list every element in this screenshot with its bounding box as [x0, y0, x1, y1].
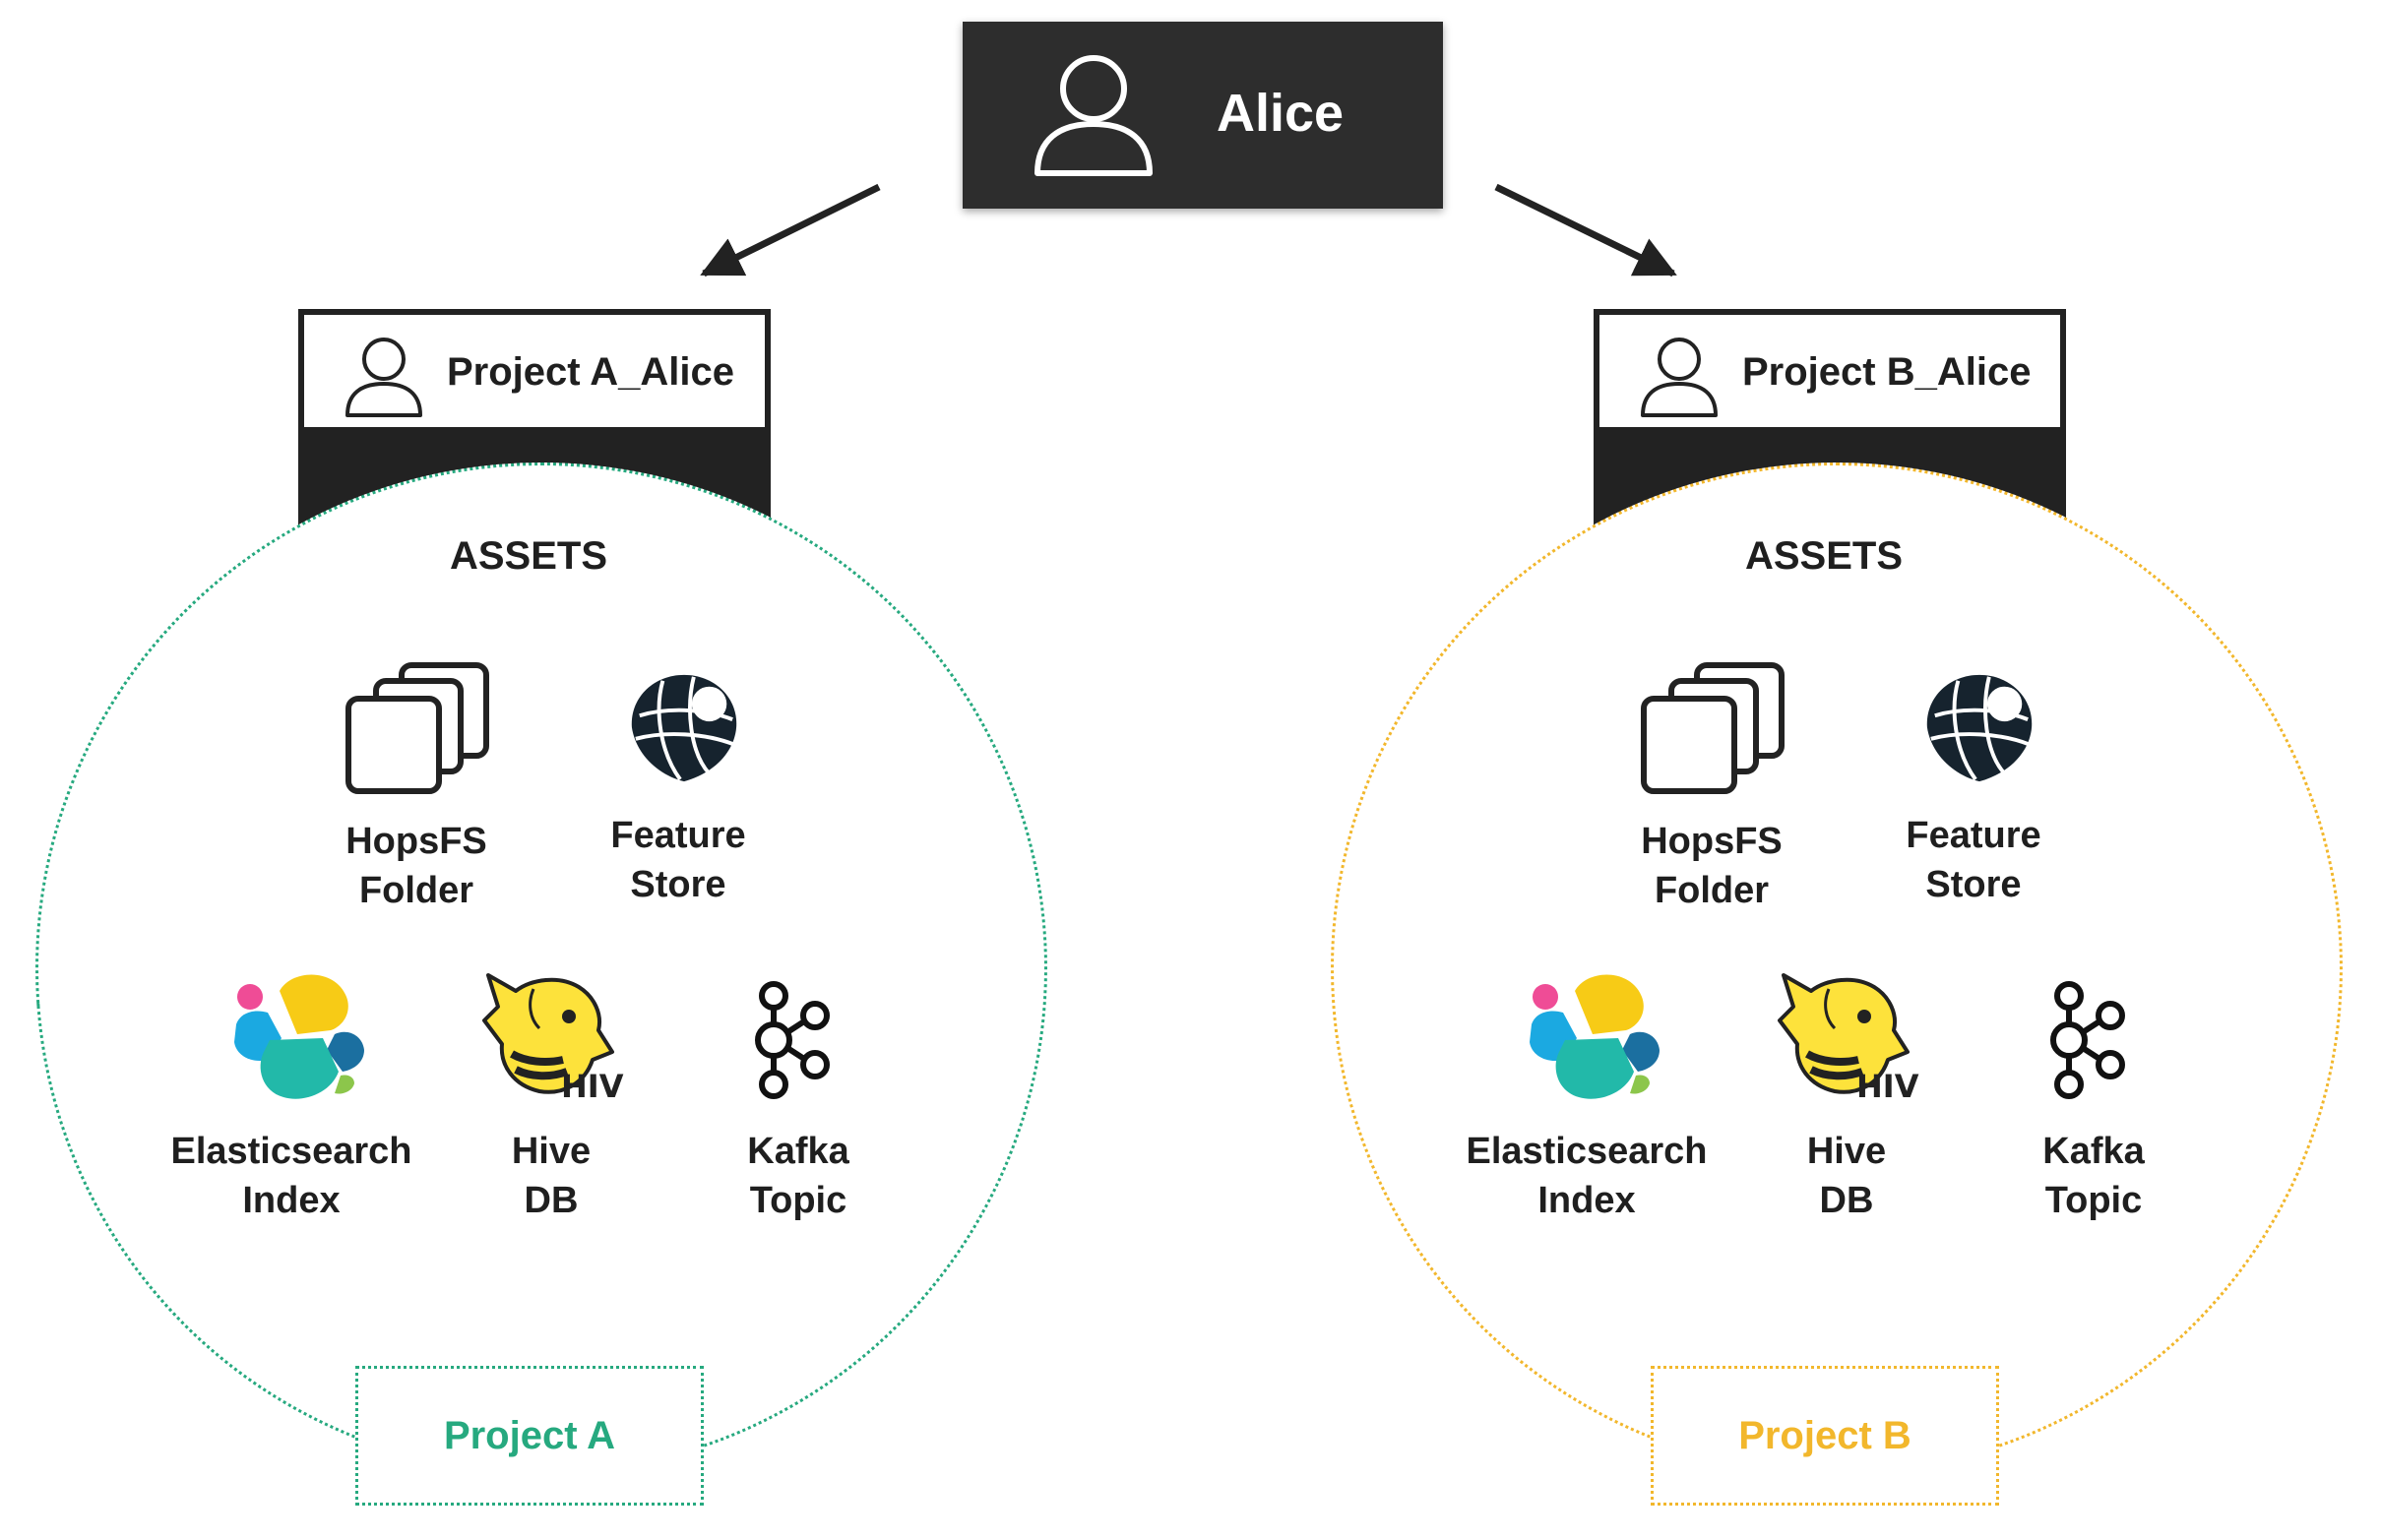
- kafka-label: Kafka Topic: [700, 1127, 897, 1225]
- project-b-assets-circle: [1331, 462, 2343, 1474]
- kafka-label-line2: Topic: [749, 1180, 847, 1221]
- hive-label-line2: DB: [1819, 1180, 1874, 1221]
- assets-title: ASSETS: [1744, 534, 1904, 578]
- project-user-icon: [345, 338, 422, 417]
- hive-label: Hive DB: [1748, 1127, 1945, 1225]
- feature-store-label: Feature Store: [580, 811, 777, 909]
- elasticsearch-icon: [234, 974, 364, 1099]
- hopsfs-folder-icon: [1641, 662, 1785, 794]
- kafka-icon: [755, 981, 830, 1099]
- hopsfs-label-line2: Folder: [1654, 870, 1770, 911]
- elasticsearch-icon: [1530, 974, 1660, 1099]
- kafka-label-line1: Kafka: [2042, 1131, 2145, 1172]
- feature-store-label-line2: Store: [1925, 864, 2022, 905]
- elasticsearch-label-line1: Elasticsearch: [170, 1131, 412, 1172]
- elasticsearch-label: Elasticsearch Index: [144, 1127, 439, 1225]
- project-a-user-card: Project A_Alice: [298, 309, 771, 535]
- assets-title: ASSETS: [449, 534, 608, 578]
- kafka-icon: [2050, 981, 2125, 1099]
- hopsfs-label-line1: HopsFS: [345, 821, 487, 862]
- project-b-tag: Project B: [1651, 1366, 1999, 1506]
- feature-store-label-line1: Feature: [610, 815, 746, 856]
- arrow-to-project-b: [1494, 183, 1677, 277]
- elasticsearch-label-line2: Index: [1537, 1180, 1636, 1221]
- user-box: Alice: [963, 22, 1443, 209]
- feature-store-label-line1: Feature: [1906, 815, 2041, 856]
- hopsfs-folder-icon: [345, 662, 489, 794]
- feature-store-icon: [631, 674, 737, 782]
- hive-icon: HIVE: [1778, 973, 1919, 1103]
- project-user-icon: [1641, 338, 1718, 417]
- project-a-user-header: Project A_Alice: [304, 315, 765, 427]
- hopsfs-label: HopsFS Folder: [1613, 817, 1810, 915]
- kafka-label-line2: Topic: [2044, 1180, 2143, 1221]
- hopsfs-label: HopsFS Folder: [318, 817, 515, 915]
- hive-logo-text: HIVE: [561, 1068, 624, 1103]
- user-name: Alice: [1217, 84, 1345, 143]
- project-user-title: Project A_Alice: [447, 350, 734, 394]
- feature-store-icon: [1926, 674, 2033, 782]
- hopsfs-label-line2: Folder: [358, 870, 474, 911]
- feature-store-label: Feature Store: [1875, 811, 2072, 909]
- project-b-user-header: Project B_Alice: [1599, 315, 2060, 427]
- hive-icon: HIVE: [482, 973, 624, 1103]
- hive-label: Hive DB: [453, 1127, 650, 1225]
- feature-store-label-line2: Store: [630, 864, 726, 905]
- hive-label-line2: DB: [524, 1180, 579, 1221]
- arrow-to-project-a: [700, 183, 881, 277]
- project-a-assets-circle: [35, 462, 1047, 1474]
- kafka-label-line1: Kafka: [747, 1131, 849, 1172]
- user-icon: [1034, 55, 1153, 176]
- project-a-tag: Project A: [355, 1366, 704, 1506]
- hive-logo-text: HIVE: [1856, 1068, 1919, 1103]
- kafka-label: Kafka Topic: [1995, 1127, 2192, 1225]
- elasticsearch-label: Elasticsearch Index: [1439, 1127, 1734, 1225]
- elasticsearch-label-line2: Index: [242, 1180, 341, 1221]
- project-user-title: Project B_Alice: [1742, 350, 2032, 394]
- hive-label-line1: Hive: [511, 1131, 592, 1172]
- hive-label-line1: Hive: [1806, 1131, 1887, 1172]
- elasticsearch-label-line1: Elasticsearch: [1466, 1131, 1708, 1172]
- hopsfs-label-line1: HopsFS: [1641, 821, 1783, 862]
